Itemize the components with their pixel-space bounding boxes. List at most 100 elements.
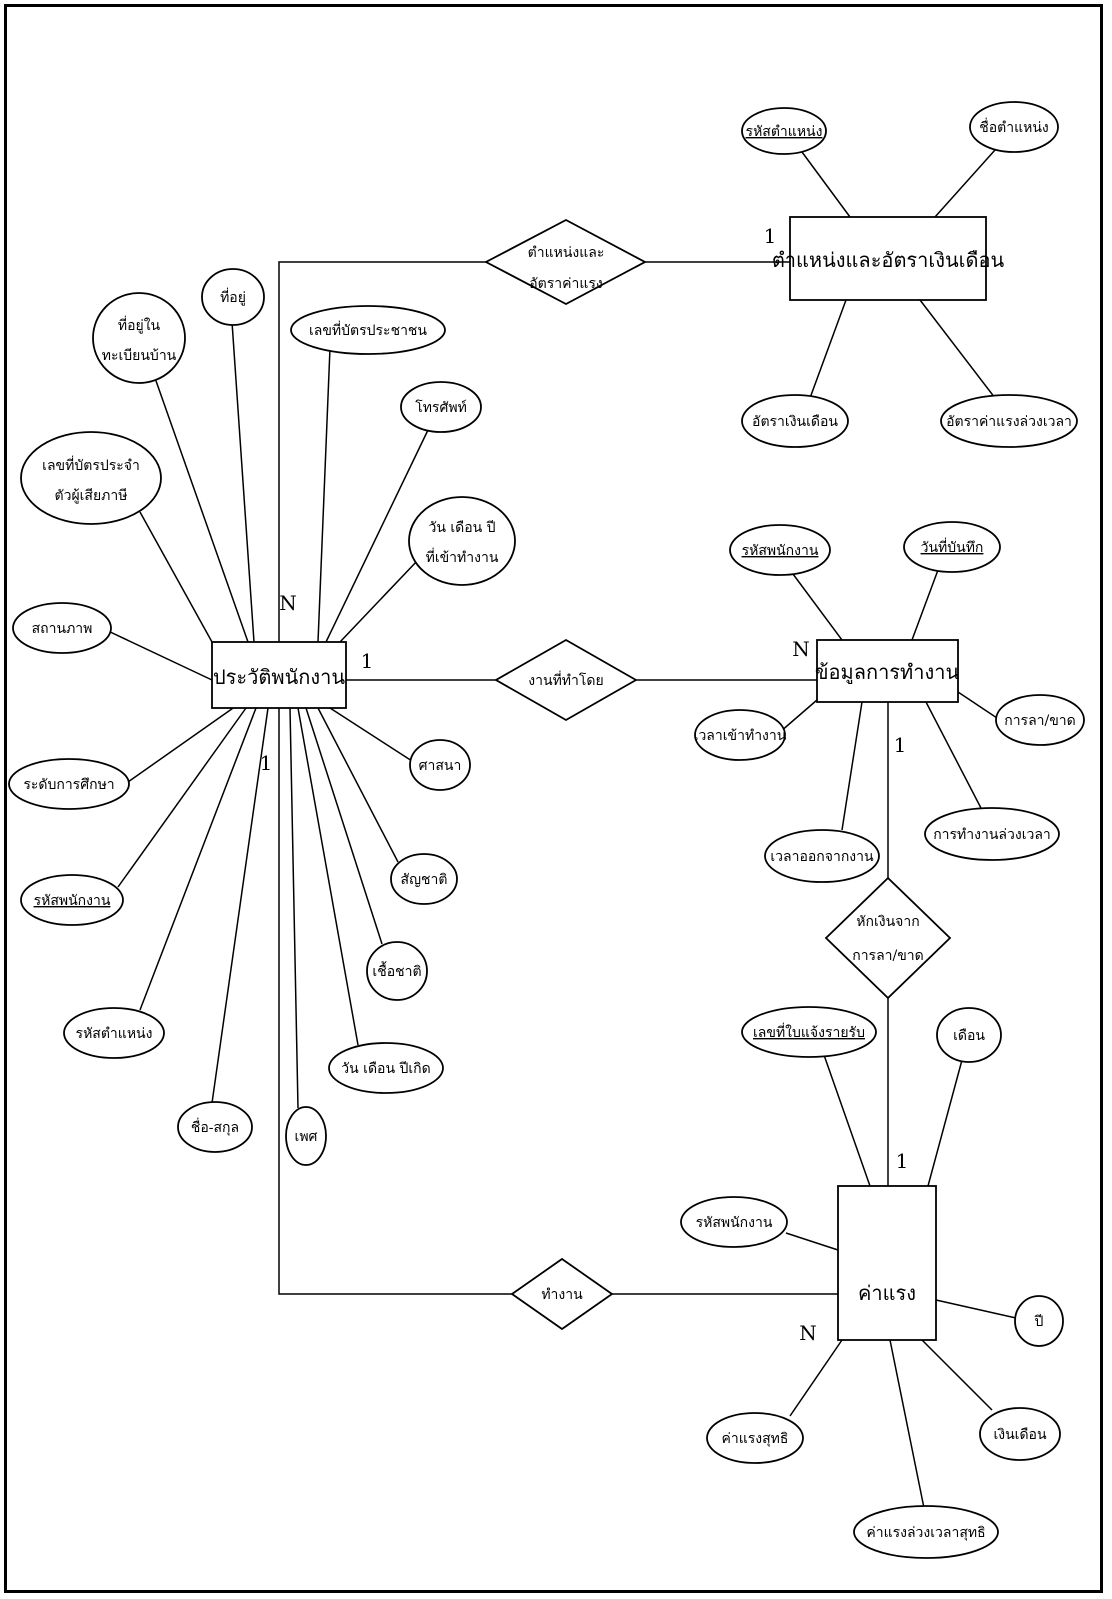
attr-wage-year: ปี [1014,1295,1064,1347]
attr-position-name: ชื่อตำแหน่ง [969,101,1059,153]
attr-tax-id-line1: เลขที่บัตรประจำ [42,456,140,474]
attr-race: เชื้อชาติ [366,941,428,1001]
line-wl-time-in [779,699,818,733]
card-employee-to-position: N [279,591,297,615]
attr-wage-month: เดือน [936,1007,1002,1063]
line-wg-emp-code [785,1232,839,1251]
line-nationality [317,707,399,863]
card-employee-to-worklog: 1 [361,649,374,673]
attr-religion: ศาสนา [409,739,471,791]
attr-wage-net-overtime: ค่าแรงล่วงเวลาสุทธิ [853,1505,999,1559]
line-overtime-rate [919,299,996,399]
line-wl-leave [957,691,1001,721]
line-race [305,707,383,945]
attr-salary-rate-label: อัตราเงินเดือน [752,414,838,430]
card-employee-to-wage: 1 [260,751,273,775]
attr-wage-receipt-no-label: เลขที่ใบแจ้งรายรับ [753,1023,865,1041]
attr-start-date-line1: วัน เดือน ปี [428,520,495,536]
line-wl-record-date [911,569,939,641]
attr-worklog-record-date-label: วันที่บันทึก [921,538,984,556]
cardinality-labels: 1 N 1 N 1 1 1 N [260,224,909,1345]
line-phone [325,429,429,643]
line-address [231,321,255,643]
line-tax-id [139,511,213,643]
attr-address-registered: ที่อยู่ใน ทะเบียนบ้าน [92,292,186,384]
attr-wage-net-wage-label: ค่าแรงสุทธิ [722,1431,789,1447]
attr-worklog-employee-code-label: รหัสพนักงาน [742,543,819,559]
attr-start-date-line2: ที่เข้าทำงาน [426,548,499,566]
attr-gender-label: เพศ [295,1129,318,1145]
entity-wage-label: ค่าแรง [858,1281,916,1305]
attr-wage-salary-label: เงินเดือน [993,1427,1046,1443]
attr-wage-employee-code-label: รหัสพนักงาน [696,1215,773,1231]
relationship-position-rate: ตำแหน่งและ อัตราค่าแรง [484,218,647,306]
attr-education: ระดับการศึกษา [8,758,130,810]
attr-marital-status: สถานภาพ [12,602,112,654]
attr-wage-receipt-no: เลขที่ใบแจ้งรายรับ [741,1006,877,1058]
line-gender [289,707,299,1109]
line-wg-salary [921,1339,993,1411]
attr-phone-label: โทรศัพท์ [415,399,467,416]
relationship-deduct-line1: หักเงินจาก [856,914,919,930]
attr-worklog-record-date: วันที่บันทึก [903,521,1001,573]
line-wg-receipt [823,1054,871,1187]
attr-wage-year-label: ปี [1034,1314,1043,1330]
entity-employee-label: ประวัติพนักงาน [213,665,345,689]
attr-worklog-overtime-label: การทำงานล่วงเวลา [933,827,1051,843]
line-wl-overtime [925,701,983,811]
card-worklog-to-wage: 1 [894,733,907,757]
attr-id-card: เลขที่บัตรประชาชน [290,305,446,355]
entity-position: ตำแหน่งและอัตราเงินเดือน [772,216,1005,301]
line-wl-time-out [841,701,863,831]
attr-nationality: สัญชาติ [390,853,458,905]
attr-worklog-time-out: เวลาออกจากงาน [764,829,880,883]
attr-worklog-leave-label: การลา/ขาด [1004,713,1076,729]
line-employee-to-works [278,708,512,1295]
line-employee-to-position-rate [278,261,486,642]
attr-wage-net-overtime-label: ค่าแรงล่วงเวลาสุทธิ [866,1525,985,1541]
attr-id-card-label: เลขที่บัตรประชาชน [309,321,427,339]
card-position-side: 1 [764,224,777,248]
line-salary-rate [809,299,847,399]
attr-address-registered-line2: ทะเบียนบ้าน [102,348,177,364]
attr-education-label: ระดับการศึกษา [23,777,114,793]
relationship-deduct: หักเงินจาก การลา/ขาด [824,876,952,1000]
line-wl-emp-code [789,569,843,641]
attr-employee-position-code: รหัสตำแหน่ง [63,1007,165,1059]
attr-gender: เพศ [285,1106,327,1166]
attr-race-label: เชื้อชาติ [372,961,421,980]
attr-address: ที่อยู่ [201,268,265,326]
attr-religion-label: ศาสนา [419,758,462,774]
line-emp-position-code [139,707,257,1011]
attr-employee-position-code-label: รหัสตำแหน่ง [76,1026,153,1042]
line-religion [329,707,413,762]
attr-position-code: รหัสตำแหน่ง [741,107,827,155]
attr-worklog-time-in-label: เวลาเข้าทำงาน [694,728,787,744]
attr-start-date: วัน เดือน ปี ที่เข้าทำงาน [408,496,516,586]
line-start-date [339,559,419,643]
attr-worklog-time-in: เวลาเข้าทำงาน [694,709,787,761]
entity-position-label: ตำแหน่งและอัตราเงินเดือน [772,248,1005,272]
entity-wage: ค่าแรง [837,1185,937,1341]
relationship-works-label: ทำงาน [541,1287,583,1303]
attr-wage-month-label: เดือน [953,1028,985,1044]
line-position-name [934,149,996,218]
entity-worklog-label: ข้อมูลการทำงาน [815,660,960,685]
attr-marital-status-label: สถานภาพ [32,621,93,637]
attr-employee-code: รหัสพนักงาน [20,874,124,926]
attr-full-name-label: ชื่อ-สกุล [191,1118,239,1136]
attr-worklog-employee-code: รหัสพนักงาน [729,524,831,576]
line-wg-net-wage [789,1339,843,1417]
attr-phone: โทรศัพท์ [400,381,482,433]
attr-worklog-time-out-label: เวลาออกจากงาน [770,849,874,865]
attr-address-registered-line1: ที่อยู่ใน [118,316,161,334]
attr-full-name: ชื่อ-สกุล [177,1101,253,1153]
line-education [127,705,237,783]
card-worklog-from-employee: N [792,637,810,661]
line-marital [105,629,213,681]
relationship-works: ทำงาน [510,1257,614,1331]
line-id-card [317,347,331,643]
relationship-position-rate-line1: ตำแหน่งและ [528,245,605,261]
attr-wage-salary: เงินเดือน [979,1407,1061,1461]
relationship-position-rate-line2: อัตราค่าแรง [529,276,603,292]
